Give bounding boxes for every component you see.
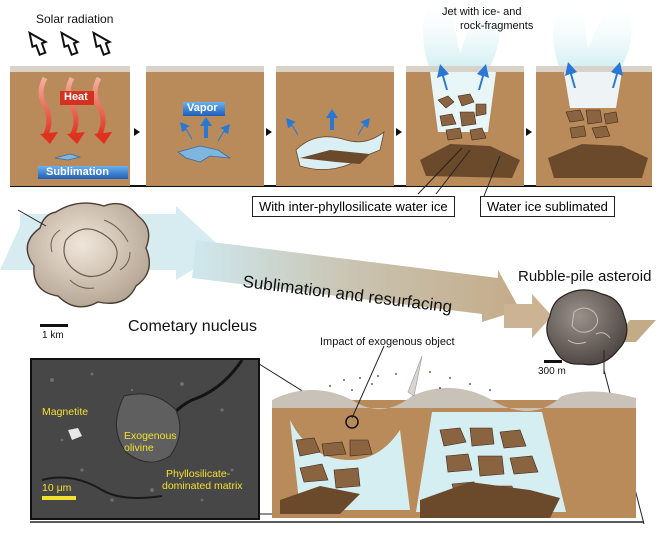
panel-1 xyxy=(10,66,130,186)
resurfacing-cross-section xyxy=(272,355,636,518)
exogenous-label-line2: olivine xyxy=(124,442,154,454)
panel-3 xyxy=(276,66,394,186)
heat-tag-bg xyxy=(60,91,94,105)
magnetite-label: Magnetite xyxy=(42,406,89,418)
matrix-label-line1: Phyllosilicate- xyxy=(166,468,231,480)
vapor-tag-bg xyxy=(183,102,225,116)
exogenous-label-line1: Exogenous xyxy=(124,430,177,442)
callout-water-ice-sublimated: Water ice sublimated xyxy=(480,196,615,217)
solar-radiation-label: Solar radiation xyxy=(36,12,114,26)
rubble-pile-asteroid-illustration xyxy=(546,289,628,366)
comet-scale-label: 1 km xyxy=(42,330,64,341)
panel-5 xyxy=(536,8,652,186)
sublimation-tag-bg xyxy=(38,166,128,179)
panel-4 xyxy=(406,4,524,186)
asteroid-label: Rubble-pile asteroid xyxy=(518,268,652,285)
callout-inter-phyllosilicate: With inter-phyllosilicate water ice xyxy=(252,196,455,217)
asteroid-scale-bar xyxy=(544,360,562,363)
micro-scale-label: 10 μm xyxy=(42,482,72,494)
comet-nucleus-illustration xyxy=(26,202,150,308)
band-main-arrow xyxy=(192,240,520,322)
matrix-label-line2: dominated matrix xyxy=(162,480,243,492)
asteroid-scale-label: 300 m xyxy=(538,366,566,377)
micrograph-texture xyxy=(32,360,258,518)
jet-label-line1: Jet with ice- and xyxy=(442,6,522,18)
impact-label: Impact of exogenous object xyxy=(320,336,455,348)
comet-label: Cometary nucleus xyxy=(128,318,257,335)
comet-scale-bar xyxy=(40,324,68,327)
sem-micrograph: Magnetite Exogenous olivine Phyllosilica… xyxy=(30,358,260,520)
band-right-arrow xyxy=(504,294,552,338)
solar-radiation-arrows xyxy=(28,30,113,57)
panel-2 xyxy=(146,66,264,186)
micro-scale-bar xyxy=(42,496,76,500)
heat-tag: Heat xyxy=(64,91,88,103)
jet-label-line2: rock-fragments xyxy=(460,20,534,32)
sublimation-tag: Sublimation xyxy=(46,166,109,178)
vapor-tag: Vapor xyxy=(187,102,218,114)
